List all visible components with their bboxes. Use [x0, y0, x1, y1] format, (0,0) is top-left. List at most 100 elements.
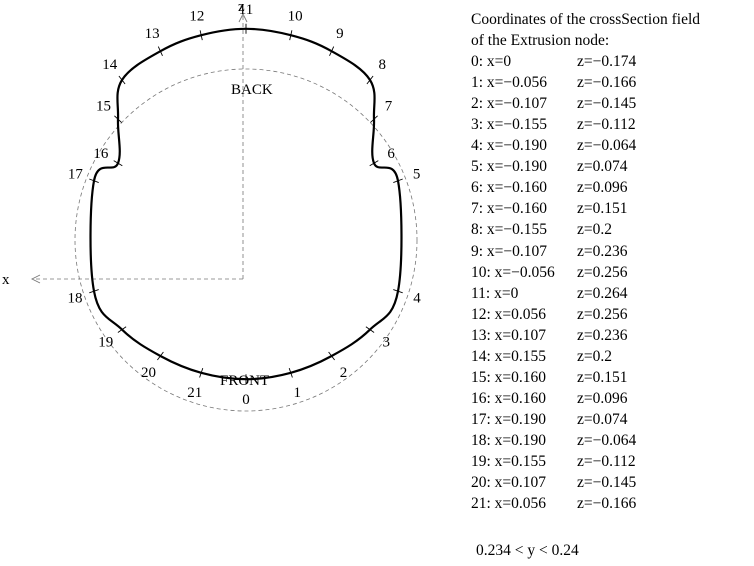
point-tick [366, 75, 374, 85]
coordinate-row: 6: x=−0.160 z=0.096 [471, 177, 754, 198]
point-tick [328, 351, 335, 361]
coordinate-x: 13: x=0.107 [471, 326, 547, 344]
point-tick [288, 367, 293, 378]
point-label: 6 [387, 146, 395, 162]
coordinate-x: 8: x=−0.155 [471, 221, 548, 239]
x-axis-arrowhead [30, 274, 41, 284]
point-tick [117, 326, 127, 333]
front-label: FRONT [220, 373, 269, 389]
point-tick [199, 367, 204, 378]
point-ticks [89, 23, 403, 385]
x-axis-label: x [2, 272, 10, 288]
point-label: 20 [141, 365, 156, 381]
coordinate-row: 0: x=0 z=−0.174 [471, 51, 754, 72]
coordinate-z: z=0.236 [577, 326, 628, 344]
coordinate-z: z=0.096 [577, 389, 628, 407]
point-tick [393, 289, 403, 294]
coordinate-z: z=0.074 [577, 410, 628, 428]
point-label: 11 [239, 2, 253, 18]
panel-title-line-2: of the Extrusion node: [471, 32, 610, 50]
coordinate-x: 20: x=0.107 [471, 474, 547, 492]
coordinate-x: 18: x=0.190 [471, 431, 547, 449]
coordinate-row: 5: x=−0.190 z=0.074 [471, 156, 754, 177]
point-label: 9 [336, 26, 344, 42]
back-label: BACK [231, 82, 273, 98]
z-axis-label: z [238, 0, 245, 15]
coordinate-z: z=−0.145 [577, 95, 637, 113]
point-label: 0 [242, 392, 250, 408]
coordinate-x: 4: x=−0.190 [471, 137, 548, 155]
coordinate-z: z=0.256 [577, 305, 628, 323]
coordinate-row: 17: x=0.190 z=0.074 [471, 409, 754, 430]
coordinate-z: z=−0.174 [577, 53, 637, 71]
coordinate-row: 16: x=0.160 z=0.096 [471, 388, 754, 409]
coordinate-z: z=−0.064 [577, 431, 637, 449]
point-label: 3 [382, 334, 390, 350]
point-label: 14 [102, 57, 118, 73]
coordinate-z: z=0.2 [577, 221, 612, 239]
point-tick [329, 46, 335, 56]
point-label: 19 [98, 334, 113, 350]
coordinate-z: z=−0.166 [577, 74, 637, 92]
coordinate-z: z=−0.166 [577, 495, 637, 513]
coordinate-row: 21: x=0.056 z=−0.166 [471, 493, 754, 514]
point-tick [393, 178, 403, 184]
coordinate-row: 7: x=−0.160 z=0.151 [471, 198, 754, 219]
point-label: 17 [68, 167, 84, 183]
coordinate-x: 15: x=0.160 [471, 368, 547, 386]
point-label: 4 [413, 291, 421, 307]
point-tick [370, 115, 378, 123]
coordinate-x: 17: x=0.190 [471, 410, 547, 428]
coordinate-z: z=0.151 [577, 200, 628, 218]
coordinate-z: z=−0.112 [577, 116, 636, 134]
point-tick [89, 289, 99, 294]
point-label: 21 [187, 385, 202, 401]
reference-circle [74, 68, 418, 412]
point-label: 16 [93, 146, 109, 162]
point-tick [157, 46, 163, 56]
coordinate-z: z=−0.064 [577, 137, 637, 155]
coordinate-x: 7: x=−0.160 [471, 200, 548, 218]
coordinate-x: 9: x=−0.107 [471, 242, 548, 260]
coordinate-row: 3: x=−0.155 z=−0.112 [471, 114, 754, 135]
coordinate-x: 5: x=−0.190 [471, 158, 548, 176]
coordinate-x: 3: x=−0.155 [471, 116, 548, 134]
coordinates-panel: Coordinates of the crossSection field of… [471, 9, 754, 514]
coordinate-z: z=0.096 [577, 179, 628, 197]
coordinate-row: 13: x=0.107 z=0.236 [471, 325, 754, 346]
point-label: 2 [340, 365, 348, 381]
coordinate-row: 8: x=−0.155 z=0.2 [471, 219, 754, 240]
point-tick [369, 160, 379, 167]
point-label: 18 [68, 291, 83, 307]
coordinate-x: 16: x=0.160 [471, 389, 547, 407]
z-axis-arrowhead [238, 12, 248, 23]
point-tick [89, 178, 99, 184]
coordinate-z: z=0.264 [577, 284, 628, 302]
point-tick [114, 115, 122, 123]
coordinate-z: z=0.074 [577, 158, 628, 176]
coordinate-x: 14: x=0.155 [471, 347, 547, 365]
coordinate-x: 19: x=0.155 [471, 452, 547, 470]
coordinate-z: z=0.2 [577, 347, 612, 365]
coordinate-row: 1: x=−0.056 z=−0.166 [471, 72, 754, 93]
point-label: 5 [413, 167, 421, 183]
point-tick [157, 351, 164, 361]
coordinate-x: 1: x=−0.056 [471, 74, 548, 92]
coordinate-x: 21: x=0.056 [471, 495, 547, 513]
point-label: 7 [385, 99, 393, 115]
coordinate-x: 10: x=−0.056 [471, 263, 555, 281]
point-tick [289, 30, 293, 41]
coordinate-x: 6: x=−0.160 [471, 179, 548, 197]
point-label: 8 [379, 57, 387, 73]
coordinate-x: 0: x=0 [471, 53, 512, 71]
point-label: 10 [288, 9, 303, 25]
point-label: 13 [145, 26, 160, 42]
